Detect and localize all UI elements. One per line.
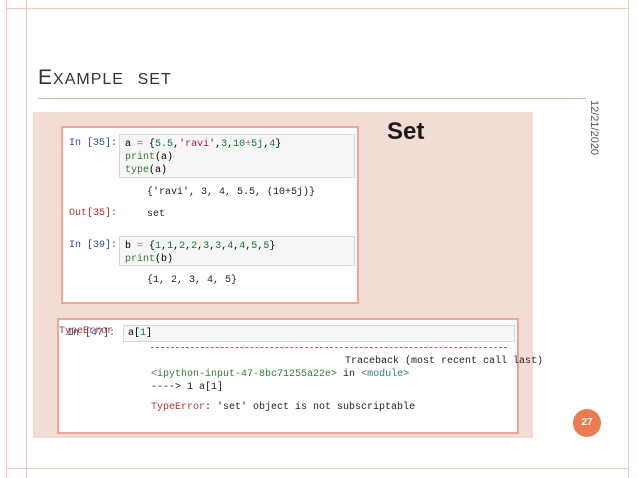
page-number-badge: 27 [573,409,601,437]
cell3-code[interactable]: a[1] [123,325,515,342]
slide-title: EXAMPLE SET [38,66,172,90]
slide-frame-left-inner [26,0,27,478]
traceback-module-ref: <module> [361,369,410,380]
slide-frame-bottom [6,468,629,469]
traceback-in-word: in [343,369,356,380]
cell1-print-output: {'ravi', 3, 4, 5.5, (10+5j)} [147,187,316,198]
slide-date: 12/21/2020 [588,100,600,156]
slide-title-rest: XAMPLE [53,71,124,88]
traceback-error-message: 'set' object is not subscriptable [217,402,416,413]
slide-frame-right [628,0,629,478]
traceback-arrow-line: ----> 1 a[1] [151,382,224,393]
traceback-input-ref: <ipython-input-47-8bc71255a22e> [151,369,338,380]
traceback-location: <ipython-input-47-8bc71255a22e> in <modu… [151,368,409,381]
notebook-panel-top: In [35]: a = {5.5,'ravi',3,10+5j,4} prin… [61,126,359,304]
traceback-error-type: TypeError [151,402,206,413]
traceback-label: Traceback (most recent call last) [345,356,544,367]
cell2-code[interactable]: b = {1,1,2,2,3,3,4,4,5,5} print(b) [119,236,355,266]
slide-title-second: SET [137,71,172,88]
slide-frame-left-outer [6,0,7,478]
traceback-separator [151,347,507,348]
notebook-screenshot: Set In [35]: a = {5.5,'ravi',3,10+5j,4} … [33,112,543,438]
notebook-heading: Set [387,118,425,145]
cell1-out-prompt: Out[35]: [69,208,118,219]
traceback-error-name: TypeError [59,326,114,337]
slide-title-initial: E [38,66,54,89]
slide-frame-top [6,8,629,9]
cell2-print-output: {1, 2, 3, 4, 5} [147,275,238,286]
cell2-in-prompt: In [39]: [69,240,118,251]
cell3-in-prompt: In [47]: [67,328,116,339]
title-underline [38,98,586,99]
cell1-in-prompt: In [35]: [69,138,118,149]
notebook-panel-bottom: In [47]: a[1] TypeError Traceback (most … [57,318,543,434]
traceback-error-line: TypeError: 'set' object is not subscript… [151,402,416,413]
cell1-return-value: set [147,209,166,220]
cell1-code[interactable]: a = {5.5,'ravi',3,10+5j,4} print(a) type… [119,134,355,178]
